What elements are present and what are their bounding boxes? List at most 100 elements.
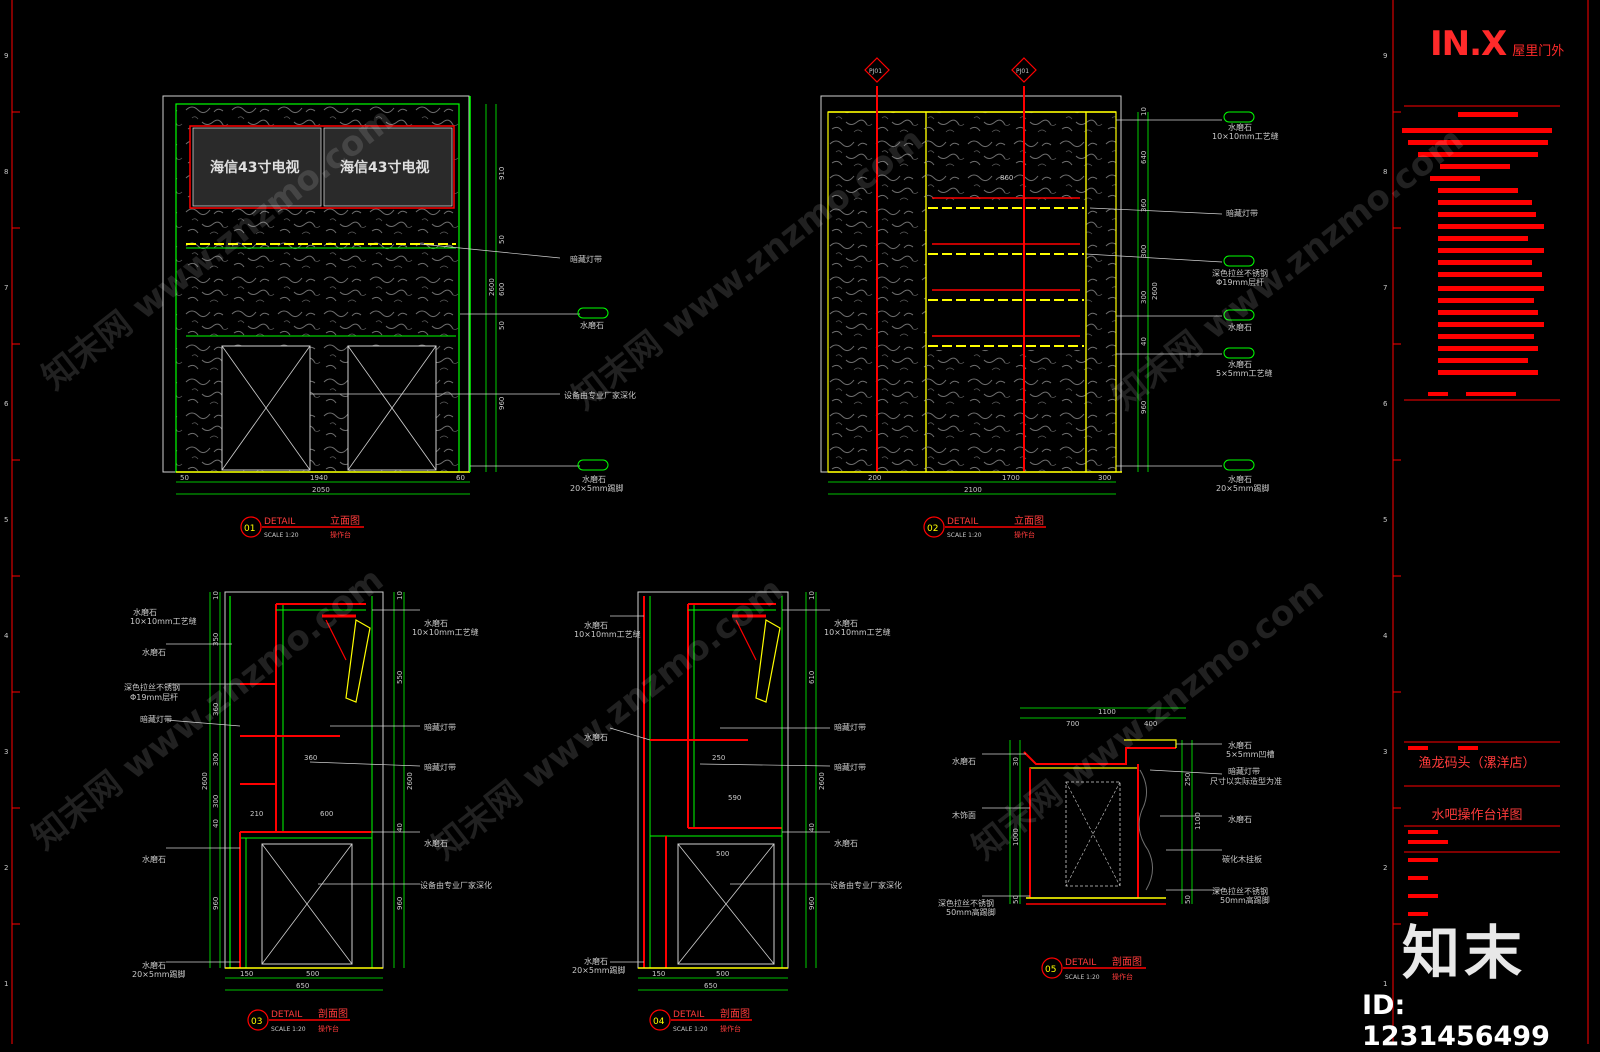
d5-callout-r1: 5×5mm凹槽: [1226, 749, 1274, 759]
grid-number-left: 9: [4, 52, 8, 60]
d1-callout-terrazzo-2: 水磨石: [582, 474, 606, 484]
sheet-title: 水吧操作台详图: [1431, 808, 1523, 823]
grid-number-right: 7: [1383, 284, 1387, 292]
d3-dim-i2: 600: [320, 810, 333, 818]
d5-label-num: 05: [1045, 965, 1056, 975]
d1-title-label: 01 DETAIL 立面图 SCALE 1:20 操作台: [240, 514, 364, 539]
d1-label-scale: SCALE 1:20: [264, 532, 299, 539]
d4-callout-r3: 暗藏灯带: [834, 762, 866, 772]
sheet-frame: [11, 0, 1589, 1044]
d5-dim-l1: 30: [1012, 757, 1020, 766]
watermark-brand: 知末: [1402, 919, 1527, 987]
d2-dim-300: 300: [1098, 474, 1111, 482]
d4-callout-r4: 水磨石: [834, 838, 858, 848]
d4-dim-i2: 500: [716, 850, 729, 858]
brand-logo-mark: IN.X: [1430, 24, 1507, 64]
d1-label-title: 立面图: [330, 514, 360, 527]
d4-dim-b1: 500: [716, 970, 729, 978]
d4-callout-l1: 10×10mm工艺缝: [574, 629, 641, 639]
d4-dim-r4: 960: [808, 897, 816, 910]
d2-dim-2600: 2600: [1151, 282, 1159, 300]
d3-dim-r1: 550: [396, 671, 404, 684]
d3-callout-r0: 水磨石: [424, 618, 448, 628]
d4-label-scale: SCALE 1:20: [673, 1026, 708, 1033]
d3-dim-l2: 360: [212, 703, 220, 716]
d1-dim-1940: 1940: [310, 474, 328, 482]
d3-label-scale: SCALE 1:20: [271, 1026, 306, 1033]
d2-callout-steel: 深色拉丝不锈钢: [1212, 268, 1268, 278]
d3-dim-r0: 10: [396, 591, 404, 600]
material-tag: [1223, 255, 1255, 267]
drawing-04-section: [609, 591, 831, 991]
d2-dim-2100: 2100: [964, 486, 982, 494]
d5-label-detail: DETAIL: [1065, 958, 1096, 968]
grid-number-left: 7: [4, 284, 8, 292]
grid-number-right: 1: [1383, 980, 1387, 988]
d1-callout-equipment: 设备由专业厂家深化: [564, 390, 636, 400]
d5-label-title: 剖面图: [1112, 955, 1142, 968]
d4-callout-r1: 10×10mm工艺缝: [824, 627, 891, 637]
d1-dim-910: 910: [498, 167, 506, 180]
d5-dim-r2: 50: [1184, 895, 1192, 904]
d2-callout-skirting: 20×5mm踢脚: [1216, 483, 1270, 493]
d3-callout-r1: 10×10mm工艺缝: [412, 627, 479, 637]
d3-dim-b1: 500: [306, 970, 319, 978]
d5-callout-l1: 木饰面: [952, 810, 976, 820]
d5-callout-r0: 水磨石: [1228, 740, 1252, 750]
grid-number-left: 2: [4, 864, 8, 872]
d4-dim-b2: 650: [704, 982, 717, 990]
d1-callout-terrazzo: 水磨石: [580, 320, 604, 330]
tv-left-label: 海信43寸电视: [210, 159, 299, 176]
d2-label-sub: 操作台: [1014, 530, 1035, 539]
d3-callout-l2: 水磨石: [142, 647, 166, 657]
d5-callout-r7: 50mm高踢脚: [1220, 895, 1270, 905]
d4-label-title: 剖面图: [720, 1007, 750, 1020]
d4-dim-r0: 10: [808, 591, 816, 600]
d3-label-sub: 操作台: [318, 1024, 339, 1033]
d2-label-title: 立面图: [1014, 514, 1044, 527]
title-block: [1402, 105, 1560, 916]
d2-callout-groove-2: 5×5mm工艺缝: [1216, 368, 1272, 378]
d2-callout-terrazzo-4: 水磨石: [1228, 474, 1252, 484]
d3-callout-r3: 暗藏灯带: [424, 762, 456, 772]
brand-logo: IN.X 屋里门外: [1430, 24, 1564, 64]
d4-label-sub: 操作台: [720, 1024, 741, 1033]
d1-label-num: 01: [244, 524, 255, 534]
d5-label-sub: 操作台: [1112, 972, 1133, 981]
d5-dim-t2: 400: [1144, 720, 1157, 728]
grid-number-right: 4: [1383, 632, 1388, 640]
d5-callout-r6: 深色拉丝不锈钢: [1212, 886, 1268, 896]
d4-dim-r2: 40: [808, 823, 816, 832]
d3-title-label: 03 DETAIL 剖面图 SCALE 1:20 操作台: [247, 1007, 350, 1033]
d2-dim-40: 40: [1140, 337, 1148, 346]
d2-dim-1700: 1700: [1002, 474, 1020, 482]
d4-dim-r1: 610: [808, 671, 816, 684]
d3-callout-l8: 20×5mm踢脚: [132, 969, 186, 979]
d1-dim-960: 960: [498, 397, 506, 410]
grid-number-left: 1: [4, 980, 8, 988]
d1-label-sub: 操作台: [330, 530, 351, 539]
d3-dim-l3: 300: [212, 753, 220, 766]
grid-number-right: 2: [1383, 864, 1387, 872]
d4-callout-l0: 水磨石: [584, 620, 608, 630]
d2-dim-300b: 300: [1140, 291, 1148, 304]
d4-dim-i1: 590: [728, 794, 741, 802]
material-tag: [1223, 459, 1255, 471]
d3-dim-l0: 10: [212, 591, 220, 600]
project-name: 渔龙码头（漯洋店）: [1418, 756, 1536, 771]
d4-dim-b0: 150: [652, 970, 665, 978]
d2-dim-10: 10: [1140, 107, 1148, 116]
d5-callout-r5: 碳化木挂板: [1222, 854, 1262, 864]
d5-dim-l0: 1000: [1012, 828, 1020, 846]
d3-callout-r5: 设备由专业厂家深化: [420, 880, 492, 890]
d2-tag-right: PJ01: [1016, 68, 1029, 75]
d3-label-detail: DETAIL: [271, 1010, 302, 1020]
d2-dim-200: 200: [868, 474, 881, 482]
material-tag: [1223, 111, 1255, 123]
grid-number-right: 8: [1383, 168, 1387, 176]
grid-number-right: 9: [1383, 52, 1387, 60]
d2-dim-300a: 300: [1140, 245, 1148, 258]
d4-dim-i0: 250: [712, 754, 725, 762]
